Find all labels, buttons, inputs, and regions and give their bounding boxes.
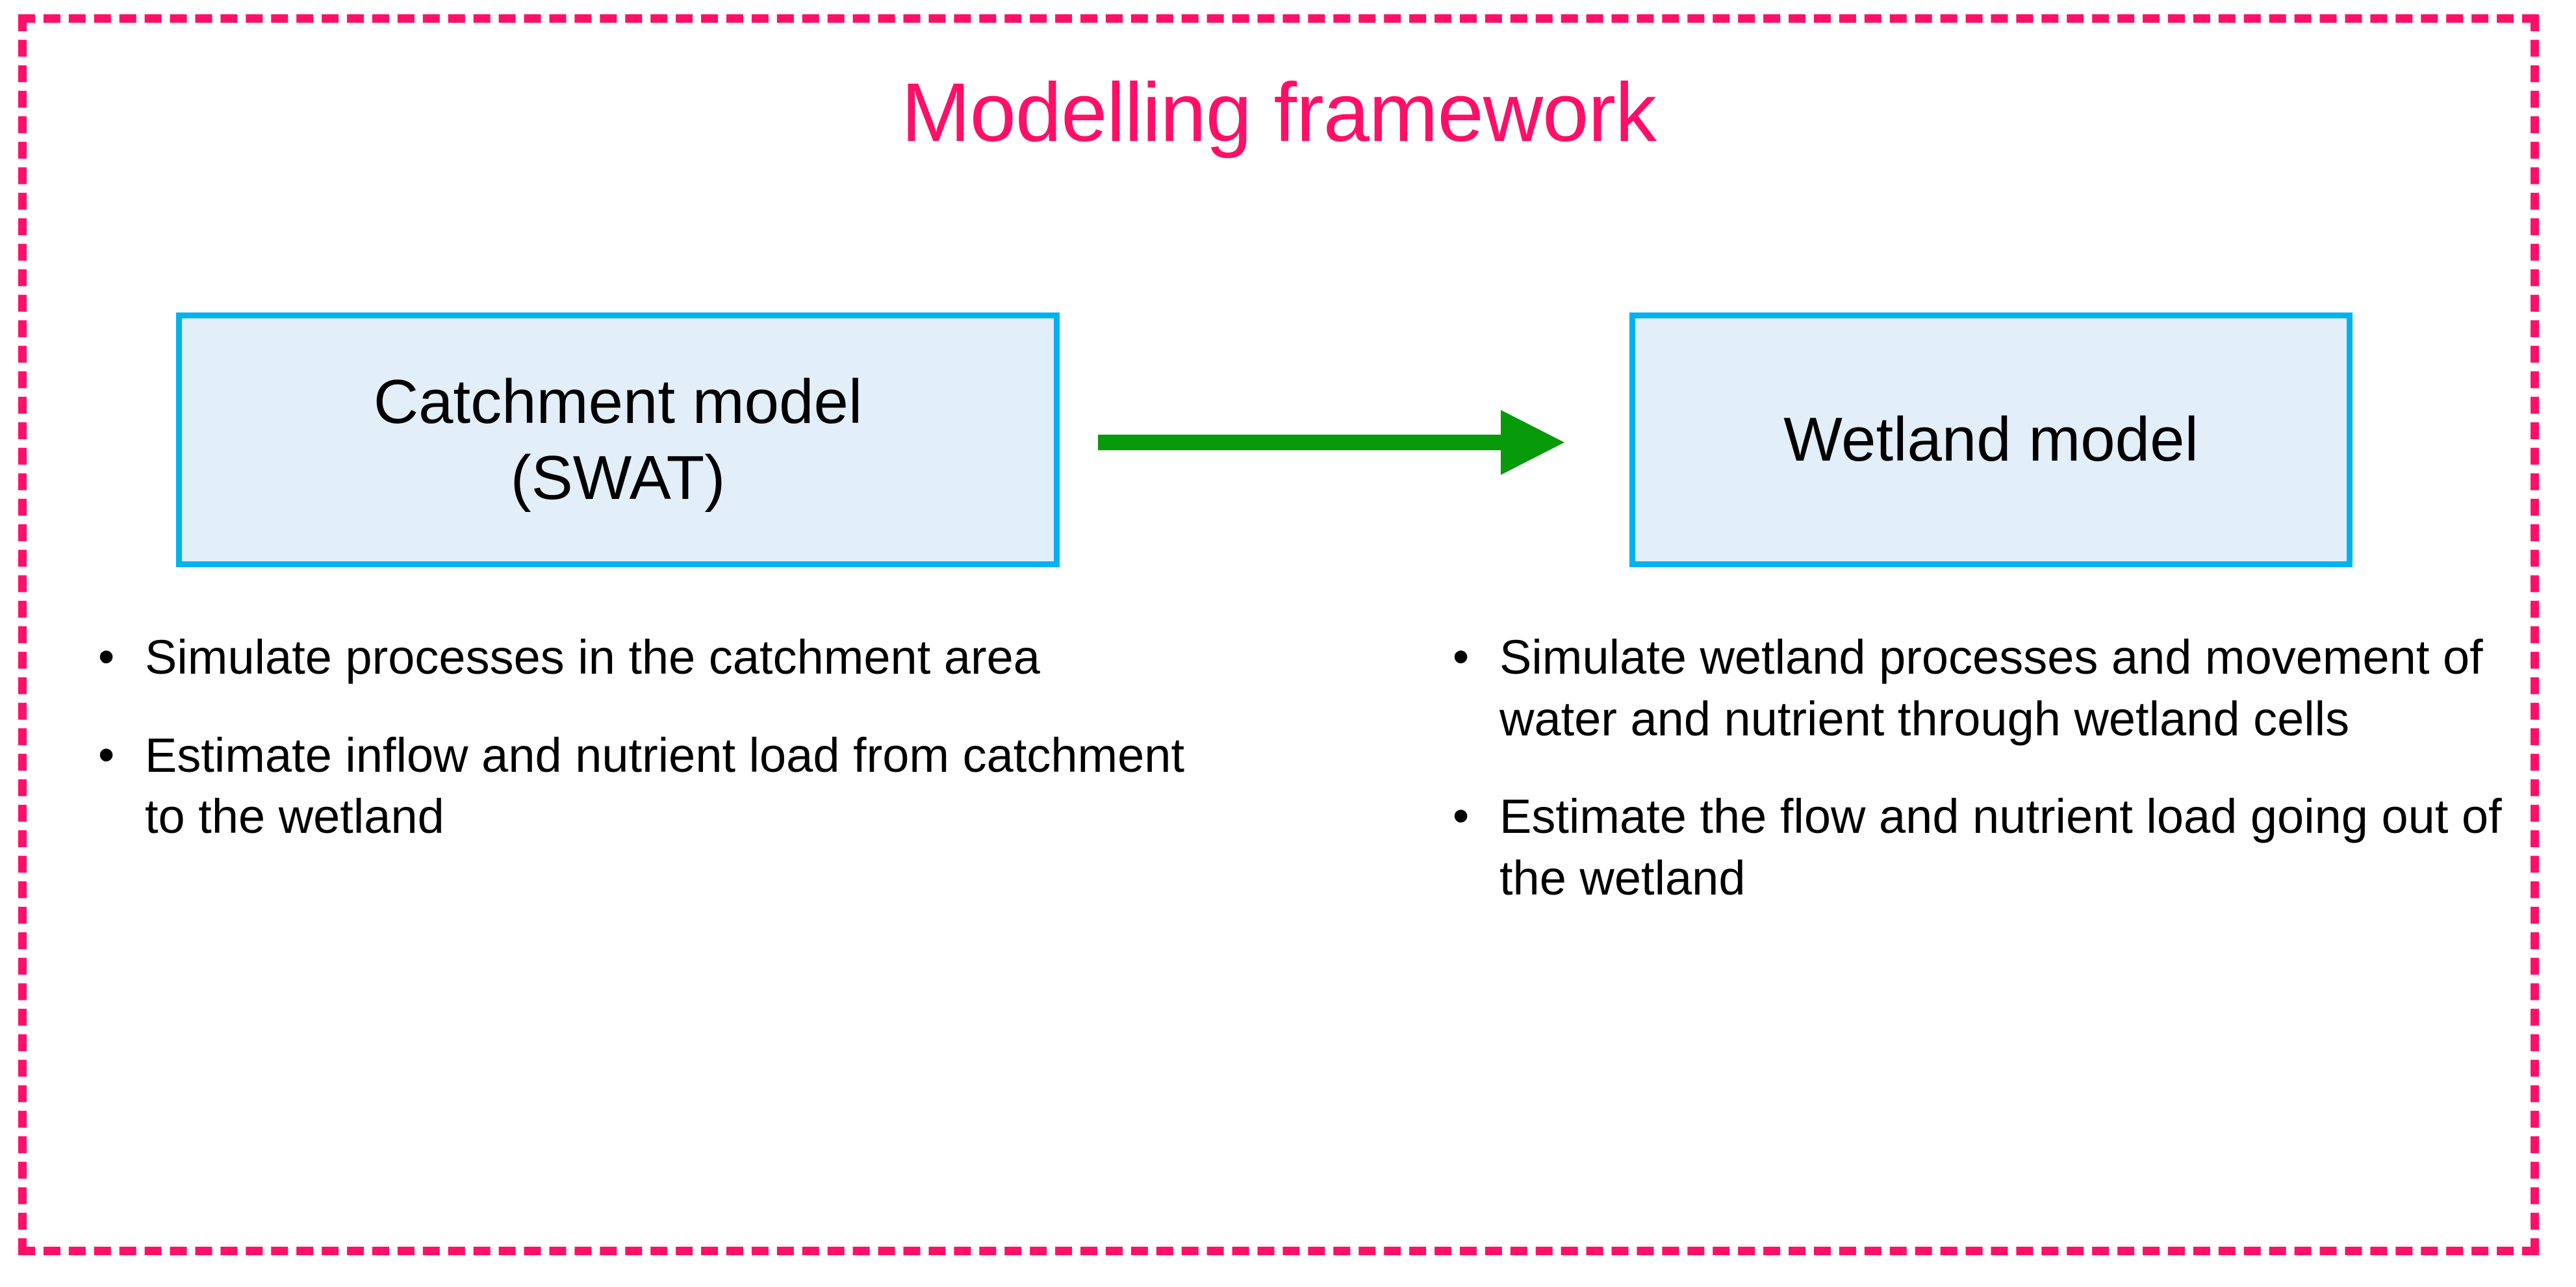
- list-item: • Simulate processes in the catchment ar…: [98, 627, 1216, 689]
- list-item-text: Simulate processes in the catchment area: [145, 630, 1040, 684]
- catchment-bullet-list: • Simulate processes in the catchment ar…: [98, 627, 1216, 884]
- wetland-model-label: Wetland model: [1783, 405, 2199, 475]
- list-item-text: Estimate the flow and nutrient load goin…: [1499, 789, 2502, 906]
- page-title: Modelling framework: [901, 66, 1657, 159]
- list-item-text: Estimate inflow and nutrient load from c…: [145, 728, 1184, 844]
- catchment-model-label: Catchment model (SWAT): [373, 366, 863, 513]
- list-item-text: Simulate wetland processes and movement …: [1499, 630, 2483, 746]
- list-item: • Estimate inflow and nutrient load from…: [98, 725, 1216, 848]
- bullet-icon: •: [98, 631, 115, 683]
- list-item: • Estimate the flow and nutrient load go…: [1453, 786, 2551, 909]
- wetland-model-box[interactable]: Wetland model: [1629, 312, 2353, 567]
- bullet-icon: •: [98, 728, 115, 781]
- catchment-model-box[interactable]: Catchment model (SWAT): [176, 312, 1060, 567]
- list-item: • Simulate wetland processes and movemen…: [1453, 627, 2551, 750]
- flow-arrow-icon: [1098, 403, 1566, 481]
- bullet-icon: •: [1453, 631, 1470, 683]
- wetland-bullet-list: • Simulate wetland processes and movemen…: [1453, 627, 2551, 946]
- framework-panel: Modelling framework Catchment model (SWA…: [18, 14, 2539, 1255]
- bullet-icon: •: [1453, 790, 1470, 843]
